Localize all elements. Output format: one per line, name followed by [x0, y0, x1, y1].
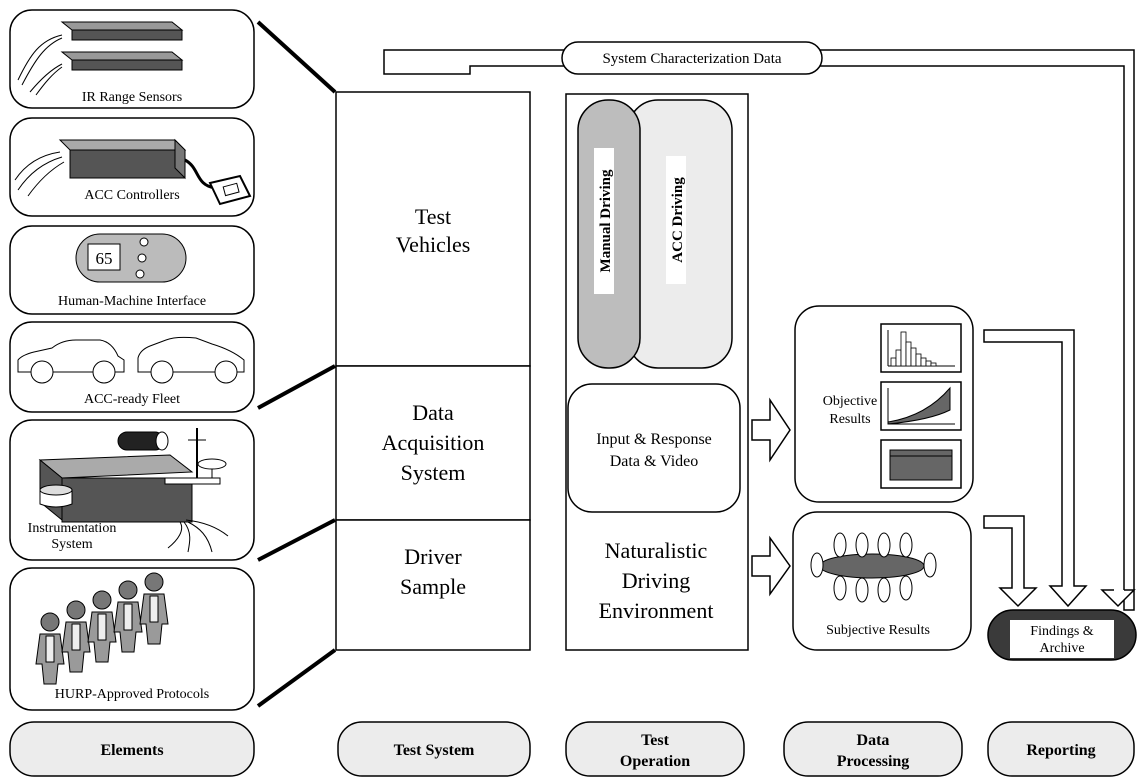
- test-vehicles-line-2: Vehicles: [396, 232, 471, 257]
- environment-line-3: Environment: [599, 598, 714, 623]
- element-connector-lines: [256, 20, 337, 708]
- people-group-icon: [35, 572, 169, 685]
- findings-line-2: Archive: [1039, 641, 1084, 656]
- stage-test-operation-line-1: Test: [641, 732, 670, 749]
- person-icon: [35, 612, 65, 685]
- curve-chart-icon: [880, 381, 962, 431]
- test-vehicles-line-1: Test: [415, 204, 451, 229]
- test-operation-frame: Manual Driving ACC Driving Input & Respo…: [565, 93, 749, 651]
- protocols-label: HURP-Approved Protocols: [55, 687, 209, 702]
- driver-sample-line-1: Driver: [404, 544, 462, 569]
- daq-line-3: System: [401, 460, 466, 485]
- daq-line-1: Data: [412, 400, 454, 425]
- hmi-speed-display: 65: [96, 249, 113, 268]
- environment-line-2: Driving: [622, 568, 690, 593]
- instrumentation-box-icon: [38, 428, 229, 553]
- stage-test-system-label: Test System: [394, 742, 475, 759]
- manual-driving-label: Manual Driving: [598, 169, 614, 272]
- data-acquisition-box: [335, 365, 531, 521]
- element-hmi: 65 Human-Machine Interface: [9, 225, 255, 315]
- element-hurp-protocols: HURP-Approved Protocols: [9, 567, 255, 711]
- hmi-label: Human-Machine Interface: [58, 294, 206, 309]
- environment-line-1: Naturalistic: [605, 538, 708, 563]
- findings-archive-box: Findings & Archive: [987, 609, 1137, 661]
- element-ir-range-sensors: IR Range Sensors: [9, 9, 255, 109]
- car-icon: [137, 336, 245, 384]
- driver-sample-line-2: Sample: [400, 574, 466, 599]
- stage-reporting-label: Reporting: [1026, 742, 1095, 759]
- stage-test-system: [337, 721, 531, 777]
- test-system-stack: Test Vehicles Data Acquisition System Dr…: [335, 91, 531, 651]
- ir-range-sensors-label: IR Range Sensors: [82, 90, 182, 105]
- manual-driving-label-bg: [594, 148, 614, 294]
- input-response-line-1: Input & Response: [596, 431, 712, 448]
- stage-test-operation: [565, 721, 745, 777]
- histogram-icon: [880, 323, 962, 373]
- reporting-arrows: [983, 329, 1136, 608]
- subjective-results-label: Subjective Results: [826, 623, 930, 638]
- acc-driving-label: ACC Driving: [670, 177, 686, 263]
- characterization-to-findings-arrow: [1100, 589, 1136, 608]
- stage-data-processing-line-2: Processing: [837, 753, 910, 770]
- element-acc-ready-fleet: ACC-ready Fleet: [9, 321, 255, 413]
- person-icon: [139, 572, 169, 645]
- stage-reporting: [987, 721, 1135, 777]
- controller-box-icon: [14, 138, 252, 206]
- meeting-table-icon: [810, 532, 937, 603]
- objective-results-box: Objective Results: [794, 305, 974, 503]
- objective-to-findings-arrow: [983, 329, 1088, 608]
- element-instrumentation-system: Instrumentation System: [9, 419, 255, 561]
- fleet-label: ACC-ready Fleet: [84, 392, 180, 407]
- subjective-to-findings-arrow: [983, 515, 1038, 608]
- table-icon: [880, 439, 962, 489]
- stage-data-processing: [783, 721, 963, 777]
- person-icon: [113, 580, 143, 653]
- acc-driving-label-bg: [666, 156, 686, 284]
- hmi-panel-icon: [75, 233, 187, 283]
- subjective-results-box: Subjective Results: [792, 511, 972, 651]
- element-acc-controllers: ACC Controllers: [9, 117, 255, 217]
- instrumentation-label-line-2: System: [51, 537, 92, 552]
- person-icon: [87, 590, 117, 663]
- test-vehicles-box: [335, 91, 531, 367]
- driver-sample-box: [335, 519, 531, 651]
- person-icon: [61, 600, 91, 673]
- instrumentation-label-line-1: Instrumentation: [28, 521, 117, 536]
- objective-results-line-1: Objective: [823, 394, 877, 409]
- system-characterization-label: System Characterization Data: [602, 51, 781, 67]
- car-icon: [17, 339, 125, 384]
- stage-labels: Elements Test System Test Operation Data…: [9, 721, 1135, 777]
- ir-sensor-icon: [17, 21, 184, 96]
- findings-line-1: Findings &: [1030, 624, 1094, 639]
- input-response-line-2: Data & Video: [610, 453, 699, 470]
- arrow-to-subjective-icon: [751, 535, 791, 597]
- system-characterization-callout: System Characterization Data: [383, 41, 1135, 611]
- flow-arrows: [751, 397, 791, 597]
- stage-test-operation-line-2: Operation: [620, 753, 690, 770]
- input-response-box: [567, 383, 741, 513]
- stage-data-processing-line-1: Data: [857, 732, 890, 749]
- daq-line-2: Acquisition: [382, 430, 485, 455]
- arrow-to-objective-icon: [751, 397, 791, 463]
- stage-elements: [9, 721, 255, 777]
- acc-controllers-label: ACC Controllers: [84, 188, 179, 203]
- stage-elements-label: Elements: [100, 742, 163, 759]
- objective-results-line-2: Results: [829, 412, 870, 427]
